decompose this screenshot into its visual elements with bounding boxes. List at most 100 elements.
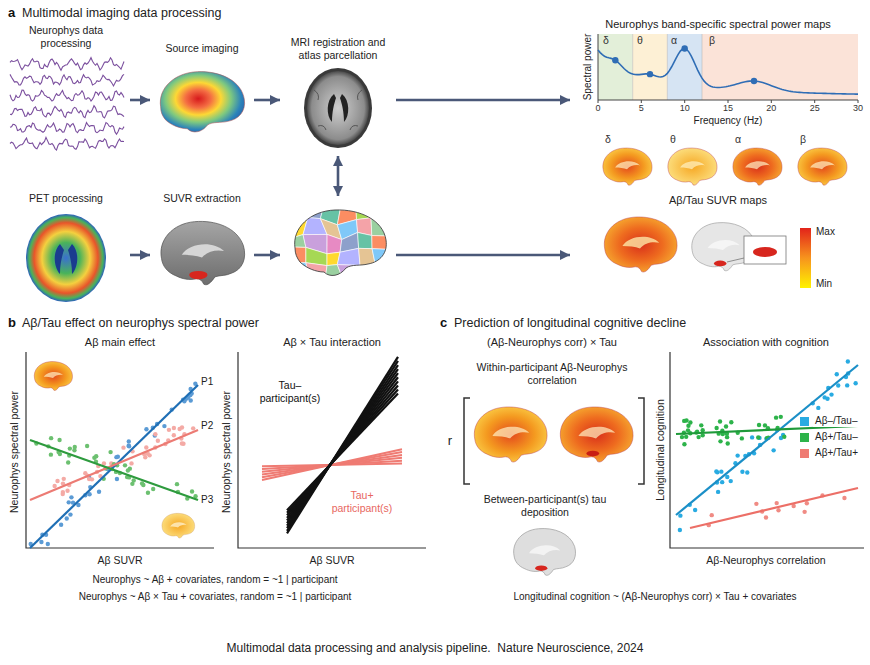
tick-label: 20: [766, 103, 776, 113]
data-dot: [715, 470, 719, 474]
label-holder: Between-participant(s) tau deposition: [480, 493, 610, 518]
spectrum-curve: [598, 49, 858, 95]
eeg-trace: [10, 90, 124, 101]
figure-graphic: [668, 148, 717, 185]
flow-arrow: [130, 99, 150, 102]
data-dot: [57, 438, 61, 442]
figure-graphic: [161, 221, 245, 284]
data-dot: [146, 491, 150, 495]
figure-graphic: [26, 214, 106, 302]
tick-label: 15: [723, 103, 733, 113]
fit-line: [30, 385, 198, 548]
data-dot: [714, 469, 718, 473]
series-label: P2: [201, 420, 213, 431]
label-holder: 15: [723, 103, 733, 114]
axis-label: Aβ SUVR: [97, 554, 142, 566]
figure-graphic: [290, 206, 390, 281]
band-brain: [798, 148, 847, 185]
annotation: Between-participant(s) tau deposition: [484, 493, 607, 518]
data-dot: [846, 359, 850, 363]
data-dot: [180, 441, 184, 445]
data-dot: [680, 435, 684, 439]
data-dot: [678, 528, 682, 532]
medial-brain: [161, 221, 245, 284]
figure-graphic: [130, 100, 570, 255]
label-holder: r: [448, 433, 452, 449]
figure-graphic: [708, 240, 740, 250]
data-dot: [853, 381, 857, 385]
label-holder: Longitudinal cognition: [654, 399, 667, 501]
data-dot: [735, 453, 739, 457]
label-holder: Aβ/Tau effect on neurophys spectral powe…: [22, 316, 259, 331]
tick-label: 25: [810, 103, 820, 113]
atlas-parcel: [358, 232, 372, 248]
high-brain: [34, 362, 72, 391]
data-dot: [180, 425, 184, 429]
data-dot: [720, 480, 724, 484]
data-dot: [97, 490, 101, 494]
data-dot: [757, 423, 761, 427]
tick-label: 0: [595, 103, 600, 113]
data-dot: [85, 444, 89, 448]
panel-letter: b: [8, 315, 16, 330]
peak-dot: [612, 57, 618, 63]
figure-graphic: [304, 68, 372, 148]
legend-item: Aβ+/Tau–: [800, 431, 860, 443]
label-holder: Neurophys ~ Aβ + covariates, random = ~1…: [92, 574, 337, 586]
data-dot: [805, 501, 809, 505]
figure-graphic: [670, 352, 864, 548]
label-holder: 10: [680, 103, 690, 114]
scale-label: Min: [816, 278, 832, 289]
data-dot: [782, 435, 786, 439]
eeg-trace: [10, 123, 124, 135]
flow-arrow: [254, 99, 280, 102]
band-label: β: [800, 133, 806, 145]
label-holder: Aβ × Tau interaction: [283, 336, 381, 349]
label-holder: Neurophys spectral power: [220, 391, 233, 513]
step-caption: SUVR extraction: [150, 192, 254, 205]
data-dot: [740, 470, 744, 474]
data-dot: [678, 513, 682, 517]
step-caption: Neurophys data processing: [2, 24, 130, 49]
figure-graphic: [529, 545, 560, 555]
figure-graphic: [295, 210, 387, 276]
data-dot: [779, 415, 783, 419]
process-step: MRI registration and atlas parcellation: [280, 34, 396, 302]
data-dot: [724, 424, 728, 428]
fit-line: [30, 440, 198, 500]
flow-arrow: [254, 254, 280, 257]
figure-graphic: [603, 148, 652, 185]
label-holder: Neurophys spectral power: [8, 391, 21, 513]
flow-arrow: [130, 254, 150, 257]
label-holder: Within-participant Aβ-Neurophys correlat…: [462, 361, 642, 386]
atlas-parcel: [327, 234, 342, 253]
figure-graphic: [26, 352, 214, 548]
data-dot: [688, 420, 692, 424]
tick-label: 5: [639, 103, 644, 113]
band-brain: [733, 148, 782, 185]
data-dot: [686, 428, 690, 432]
axis-label: Aβ-Neurophys correlation: [706, 554, 825, 566]
data-dot: [750, 435, 754, 439]
corr-brain: [474, 407, 547, 462]
label-holder: 5: [639, 103, 644, 114]
data-dot: [67, 500, 71, 504]
data-dot: [714, 426, 718, 430]
process-step: SUVR extraction: [150, 190, 254, 302]
figure-graphic: [598, 34, 858, 100]
process-step: Source imaging: [150, 40, 254, 150]
label-holder: 30: [853, 103, 863, 114]
legend-text: Aβ+/Tau+: [813, 447, 860, 459]
figure-graphic: [633, 34, 702, 100]
data-dot: [682, 419, 686, 423]
step-caption: PET processing: [2, 192, 130, 205]
legend-text: Aβ+/Tau–: [813, 431, 860, 443]
data-dot: [829, 392, 833, 396]
data-dot: [49, 452, 53, 456]
eeg-traces: [10, 58, 124, 150]
label-holder: Frequency (Hz): [694, 115, 763, 127]
model-formula: Longitudinal cognition ~ (Aβ-Neurophys c…: [513, 591, 796, 602]
figure-graphic: [745, 161, 770, 169]
data-dot: [61, 490, 65, 494]
plot-title: Aβ × Tau interaction: [283, 336, 381, 348]
